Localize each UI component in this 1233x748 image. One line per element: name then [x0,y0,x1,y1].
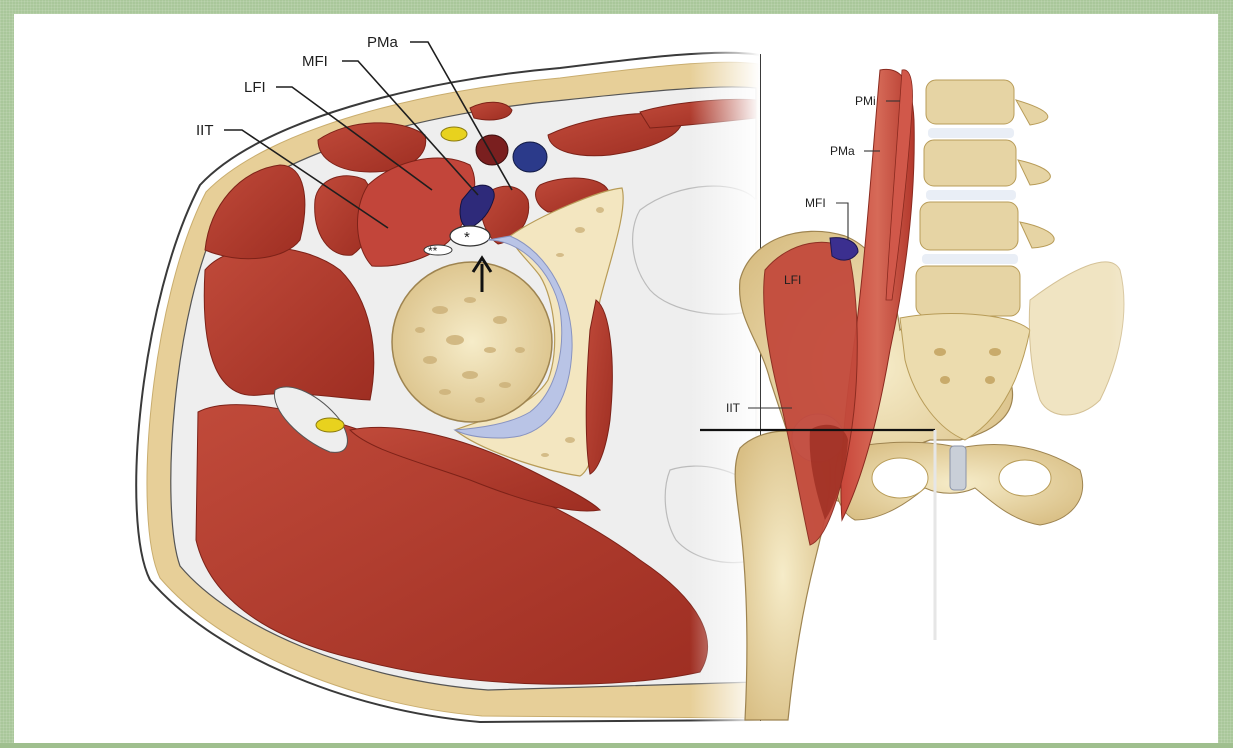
femoral-head [392,262,552,422]
femoral-nerve [441,127,467,141]
label-mfi-right: MFI [805,196,826,210]
asterisk-marker: * [464,229,470,246]
label-iit-left: IIT [196,122,214,139]
iliac-wing-right [1029,262,1124,415]
cross-section: * ** [136,40,760,730]
bursa-asterisk [450,226,490,246]
label-lfi-right: LFI [784,273,801,287]
femoral-artery [476,135,508,165]
label-pma-left: PMa [367,34,399,51]
femoral-vein [513,142,547,172]
figure-panel: * ** [14,14,1218,743]
anatomy-figure: * ** [14,14,1218,743]
label-mfi-left: MFI [302,53,328,70]
obturator-foramen-right [999,460,1051,496]
small-anterior-muscle [470,102,512,120]
frontal-view [700,40,1218,730]
pubic-symphysis [950,446,966,490]
label-iit-right: IIT [726,401,741,415]
label-pmi-right: PMi [855,94,876,108]
double-asterisk-marker: ** [428,244,438,258]
label-pma-right: PMa [830,144,855,158]
lumbar-spine [916,80,1054,316]
label-lfi-left: LFI [244,79,266,96]
frontal-fade-right [1110,40,1218,730]
obturator-foramen [872,458,928,498]
sciatic-nerve [316,418,344,432]
